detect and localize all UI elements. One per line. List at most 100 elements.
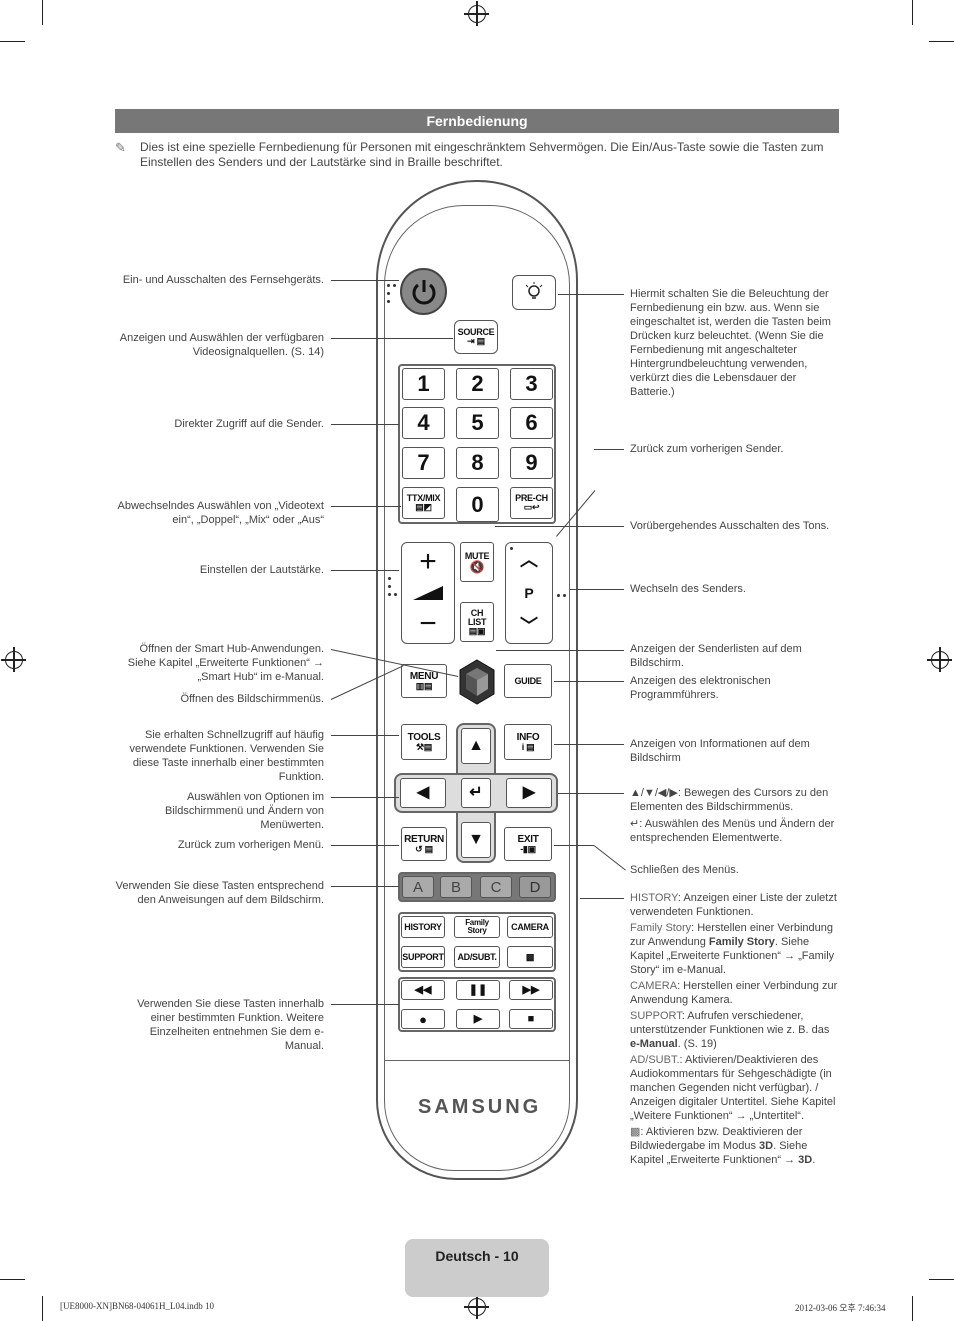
crop-mark — [912, 1296, 913, 1321]
ttx-mix-button[interactable]: TTX/MIX▤◩ — [402, 487, 445, 519]
note-icon: ✎ — [115, 140, 126, 155]
mute-icon: 🔇 — [469, 559, 485, 574]
crop-mark — [42, 1296, 43, 1321]
annotation-exit: Schließen des Menüs. — [630, 864, 739, 876]
file-info: [UE8000-XN]BN68-04061H_L04.indb 10 — [60, 1301, 214, 1311]
power-button[interactable] — [400, 268, 447, 315]
remote-outline — [376, 180, 578, 1180]
crop-mark — [0, 41, 25, 42]
annotation-color-keys: Verwenden Sie diese Tasten entsprechend … — [115, 880, 324, 906]
annotation-cursor: ▲/▼/◀/▶: Bewegen des Cursors zu den Elem… — [630, 787, 829, 813]
record-button[interactable]: ● — [401, 1009, 445, 1029]
minus-icon: − — [419, 606, 437, 640]
pause-icon: ❚❚ — [468, 983, 488, 996]
power-icon — [412, 279, 435, 304]
annotation-playback: Verwenden Sie diese Tasten innerhalb ein… — [137, 998, 324, 1052]
annotation-digits: Direkter Zugriff auf die Sender. — [174, 418, 324, 430]
digit-8-button[interactable]: 8 — [456, 447, 499, 479]
volume-rocker[interactable]: + − — [401, 542, 455, 644]
color-b-button[interactable]: B — [440, 876, 472, 898]
3d-button[interactable]: ▩ — [507, 946, 553, 968]
annotation-arrows: Auswählen von Optionen im Bildschirmmenü… — [165, 791, 324, 831]
annotation-source: Anzeigen und Auswählen der verfügbaren V… — [119, 332, 324, 358]
remote-inner-outline — [384, 205, 570, 1171]
guide-button[interactable]: GUIDE — [504, 664, 552, 698]
ad-subt-button[interactable]: AD/SUBT. — [454, 946, 500, 968]
pause-button[interactable]: ❚❚ — [456, 980, 500, 1000]
brand-logo: SAMSUNG — [418, 1096, 542, 1118]
annotation-ttx: Abwechselndes Auswählen von „Videotext e… — [117, 500, 325, 526]
mute-button[interactable]: MUTE🔇 — [460, 542, 494, 582]
digit-0-button[interactable]: 0 — [456, 487, 499, 522]
volume-level-icon — [413, 585, 443, 600]
tools-button[interactable]: TOOLS⚒▤ — [401, 724, 447, 760]
enter-icon: ↵ — [469, 784, 483, 801]
up-arrow-button[interactable]: ▲ — [461, 728, 491, 764]
digit-1-button[interactable]: 1 — [402, 368, 445, 400]
backlight-button[interactable] — [512, 275, 556, 310]
record-icon: ● — [419, 1011, 427, 1027]
annotation-guide: Anzeigen des elektronischen Programmführ… — [630, 675, 771, 701]
print-date: 2012-03-06 오후 7:46:34 — [795, 1303, 886, 1313]
digit-6-button[interactable]: 6 — [510, 407, 553, 439]
registration-mark-icon — [1, 647, 26, 672]
enter-button[interactable]: ↵ — [461, 778, 491, 808]
chevron-down-icon: ﹀ — [520, 615, 538, 636]
fast-forward-button[interactable]: ▶▶ — [509, 980, 553, 1000]
return-button[interactable]: RETURN↺ ▤ — [401, 827, 447, 861]
annotation-ch-list: Anzeigen der Senderlisten auf dem Bildsc… — [630, 643, 802, 669]
stop-icon: ■ — [527, 1012, 535, 1025]
play-button[interactable]: ▶ — [456, 1009, 500, 1029]
digit-4-button[interactable]: 4 — [402, 407, 445, 439]
annotation-menu: Öffnen des Bildschirmmenüs. — [180, 693, 324, 705]
crop-mark — [0, 1279, 25, 1280]
support-button[interactable]: SUPPORT — [401, 946, 445, 968]
digit-2-button[interactable]: 2 — [456, 368, 499, 400]
right-arrow-button[interactable]: ▶ — [506, 778, 552, 808]
section-title: Fernbedienung — [115, 109, 839, 133]
camera-button[interactable]: CAMERA — [507, 916, 553, 938]
play-icon: ▶ — [473, 1012, 483, 1025]
left-arrow-button[interactable]: ◀ — [400, 778, 446, 808]
digit-3-button[interactable]: 3 — [510, 368, 553, 400]
registration-mark-icon — [927, 647, 952, 672]
digit-7-button[interactable]: 7 — [402, 447, 445, 479]
stop-button[interactable]: ■ — [509, 1009, 553, 1029]
exit-button[interactable]: EXIT-▮▣ — [504, 827, 552, 861]
annotation-mute: Vorübergehendes Ausschalten des Tons. — [630, 520, 830, 532]
color-a-button[interactable]: A — [402, 876, 434, 898]
3d-glasses-icon: ▩ — [525, 951, 535, 962]
annotation-prech: Zurück zum vorherigen Sender. — [630, 443, 784, 455]
family-story-button[interactable]: Family Story — [454, 916, 500, 938]
annotation-power: Ein- und Ausschalten des Fernsehgeräts. — [122, 274, 324, 286]
ch-list-button[interactable]: CH LIST▤▣ — [460, 602, 494, 642]
registration-mark-icon — [464, 1294, 489, 1319]
prech-button[interactable]: PRE-CH▭↩ — [510, 487, 553, 519]
digit-5-button[interactable]: 5 — [456, 407, 499, 439]
color-c-button[interactable]: C — [480, 876, 512, 898]
color-d-button[interactable]: D — [519, 876, 551, 898]
down-arrow-button[interactable]: ▼ — [461, 822, 491, 858]
crop-mark — [912, 0, 913, 25]
remote-divider — [384, 1060, 570, 1061]
annotation-backlight: Hiermit schalten Sie die Beleuchtung der… — [630, 288, 831, 398]
crop-mark — [929, 41, 954, 42]
annotation-return: Zurück zum vorherigen Menü. — [177, 839, 324, 851]
channel-rocker[interactable]: ︿ P ﹀ — [505, 542, 553, 644]
3d-icon: ▩ — [630, 1126, 641, 1138]
annotation-volume: Einstellen der Lautstärke. — [199, 564, 324, 576]
digit-9-button[interactable]: 9 — [510, 447, 553, 479]
smart-hub-button[interactable] — [458, 658, 496, 706]
source-button[interactable]: SOURCE⇥ ▤ — [454, 320, 498, 354]
chevron-up-icon: ︿ — [520, 550, 538, 571]
history-button[interactable]: HISTORY — [401, 916, 445, 938]
annotation-enter: ↵: Auswählen des Menüs und Ändern der en… — [630, 818, 835, 844]
rewind-button[interactable]: ◀◀ — [401, 980, 445, 1000]
lightbulb-icon — [525, 281, 543, 299]
registration-mark-icon — [464, 1, 489, 26]
smart-hub-cube-icon — [459, 659, 495, 705]
feature-notes: HISTORY: Anzeigen einer Liste der zuletz… — [630, 892, 838, 1166]
crop-mark — [929, 1279, 954, 1280]
page-number-tab: Deutsch - 10 — [405, 1239, 549, 1297]
